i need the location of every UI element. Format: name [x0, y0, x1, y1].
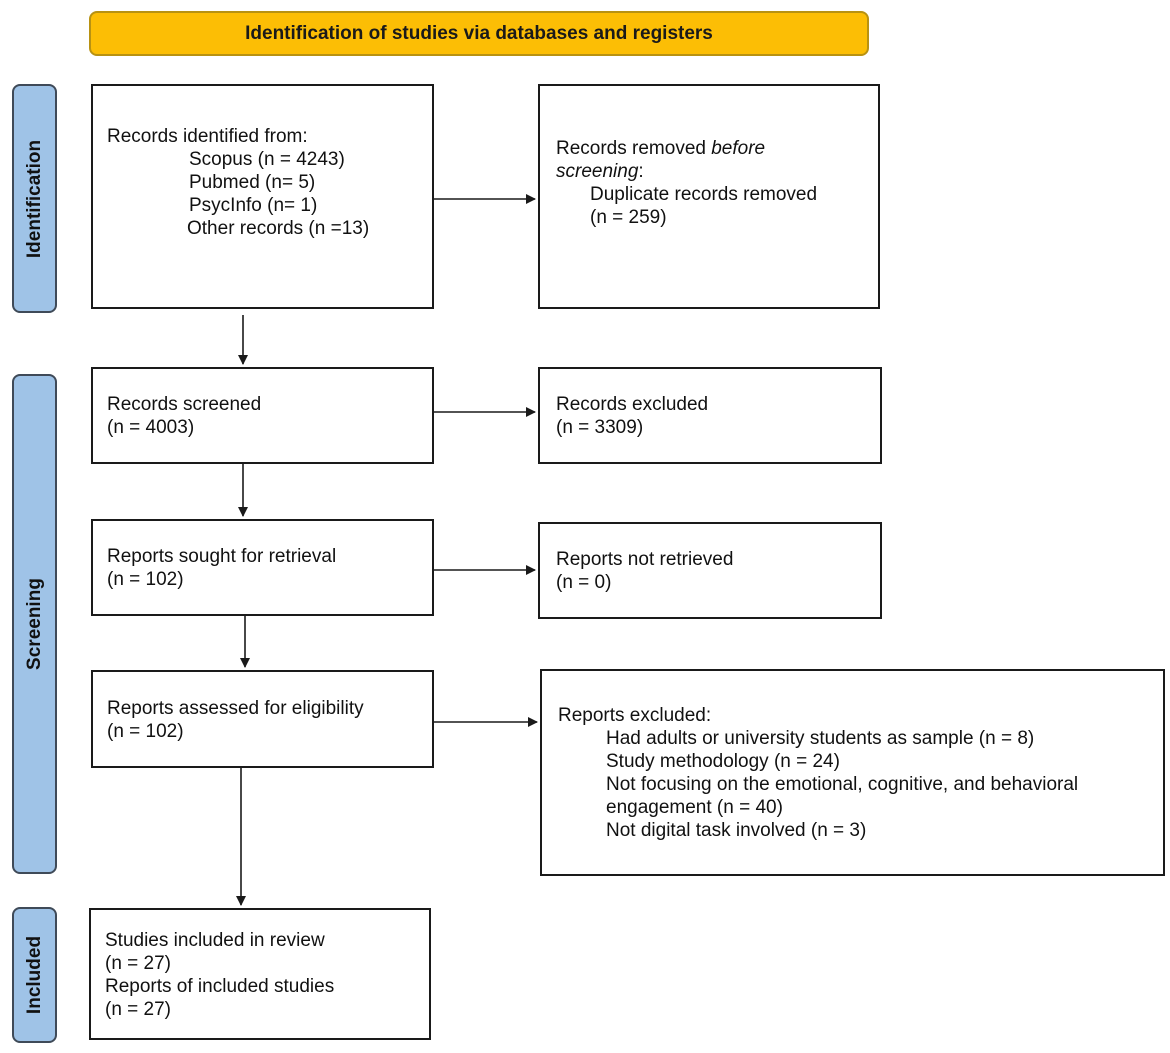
reports-assessed-count: (n = 102) — [107, 721, 184, 742]
records-removed-title: Records removed before — [556, 138, 766, 159]
source-scopus: Scopus (n = 4243) — [189, 149, 345, 170]
reports-excluded-box: Reports excluded: Had adults or universi… — [540, 669, 1165, 876]
exclusion-reason: Study methodology (n = 24) — [606, 751, 840, 772]
exclusion-reason: Not digital task involved (n = 3) — [606, 820, 867, 841]
records-removed-box: Records removed before screening: Duplic… — [538, 84, 880, 309]
phase-identification: Identification — [12, 84, 57, 313]
records-removed-title-2: screening: — [556, 161, 644, 182]
header-title: Identification of studies via databases … — [245, 22, 713, 44]
source-psycinfo: PsycInfo (n= 1) — [189, 195, 318, 216]
phase-included: Included — [12, 907, 57, 1043]
records-identified-title: Records identified from: — [107, 126, 308, 147]
source-other: Other records (n =13) — [187, 218, 370, 239]
exclusion-reason: Not focusing on the emotional, cognitive… — [606, 774, 1079, 795]
records-excluded-count: (n = 3309) — [556, 417, 644, 438]
studies-included-label: Studies included in review — [105, 930, 325, 951]
included-studies-box: Studies included in review (n = 27) Repo… — [89, 908, 431, 1040]
phase-screening: Screening — [12, 374, 57, 874]
records-identified-box: Records identified from: Scopus (n = 424… — [91, 84, 434, 309]
reports-not-retrieved-count: (n = 0) — [556, 572, 612, 593]
diagram-header: Identification of studies via databases … — [89, 11, 869, 56]
duplicate-records-label: Duplicate records removed — [590, 184, 818, 205]
reports-included-label: Reports of included studies — [105, 976, 335, 997]
reports-sought-count: (n = 102) — [107, 569, 184, 590]
reports-not-retrieved-box: Reports not retrieved (n = 0) — [538, 522, 882, 619]
reports-assessed-box: Reports assessed for eligibility (n = 10… — [91, 670, 434, 768]
records-screened-box: Records screened (n = 4003) — [91, 367, 434, 464]
duplicate-records-count: (n = 259) — [590, 207, 667, 228]
records-screened-label: Records screened — [107, 394, 262, 415]
reports-excluded-label: Reports excluded: — [558, 705, 712, 726]
reports-sought-box: Reports sought for retrieval (n = 102) — [91, 519, 434, 616]
studies-included-count: (n = 27) — [105, 953, 172, 974]
exclusion-reason: engagement (n = 40) — [606, 797, 783, 818]
records-excluded-label: Records excluded — [556, 394, 709, 415]
source-pubmed: Pubmed (n= 5) — [189, 172, 316, 193]
records-screened-count: (n = 4003) — [107, 417, 195, 438]
reports-included-count: (n = 27) — [105, 999, 172, 1020]
reports-not-retrieved-label: Reports not retrieved — [556, 549, 734, 570]
exclusion-reason: Had adults or university students as sam… — [606, 728, 1035, 749]
records-excluded-box: Records excluded (n = 3309) — [538, 367, 882, 464]
reports-sought-label: Reports sought for retrieval — [107, 546, 337, 567]
reports-assessed-label: Reports assessed for eligibility — [107, 698, 364, 719]
